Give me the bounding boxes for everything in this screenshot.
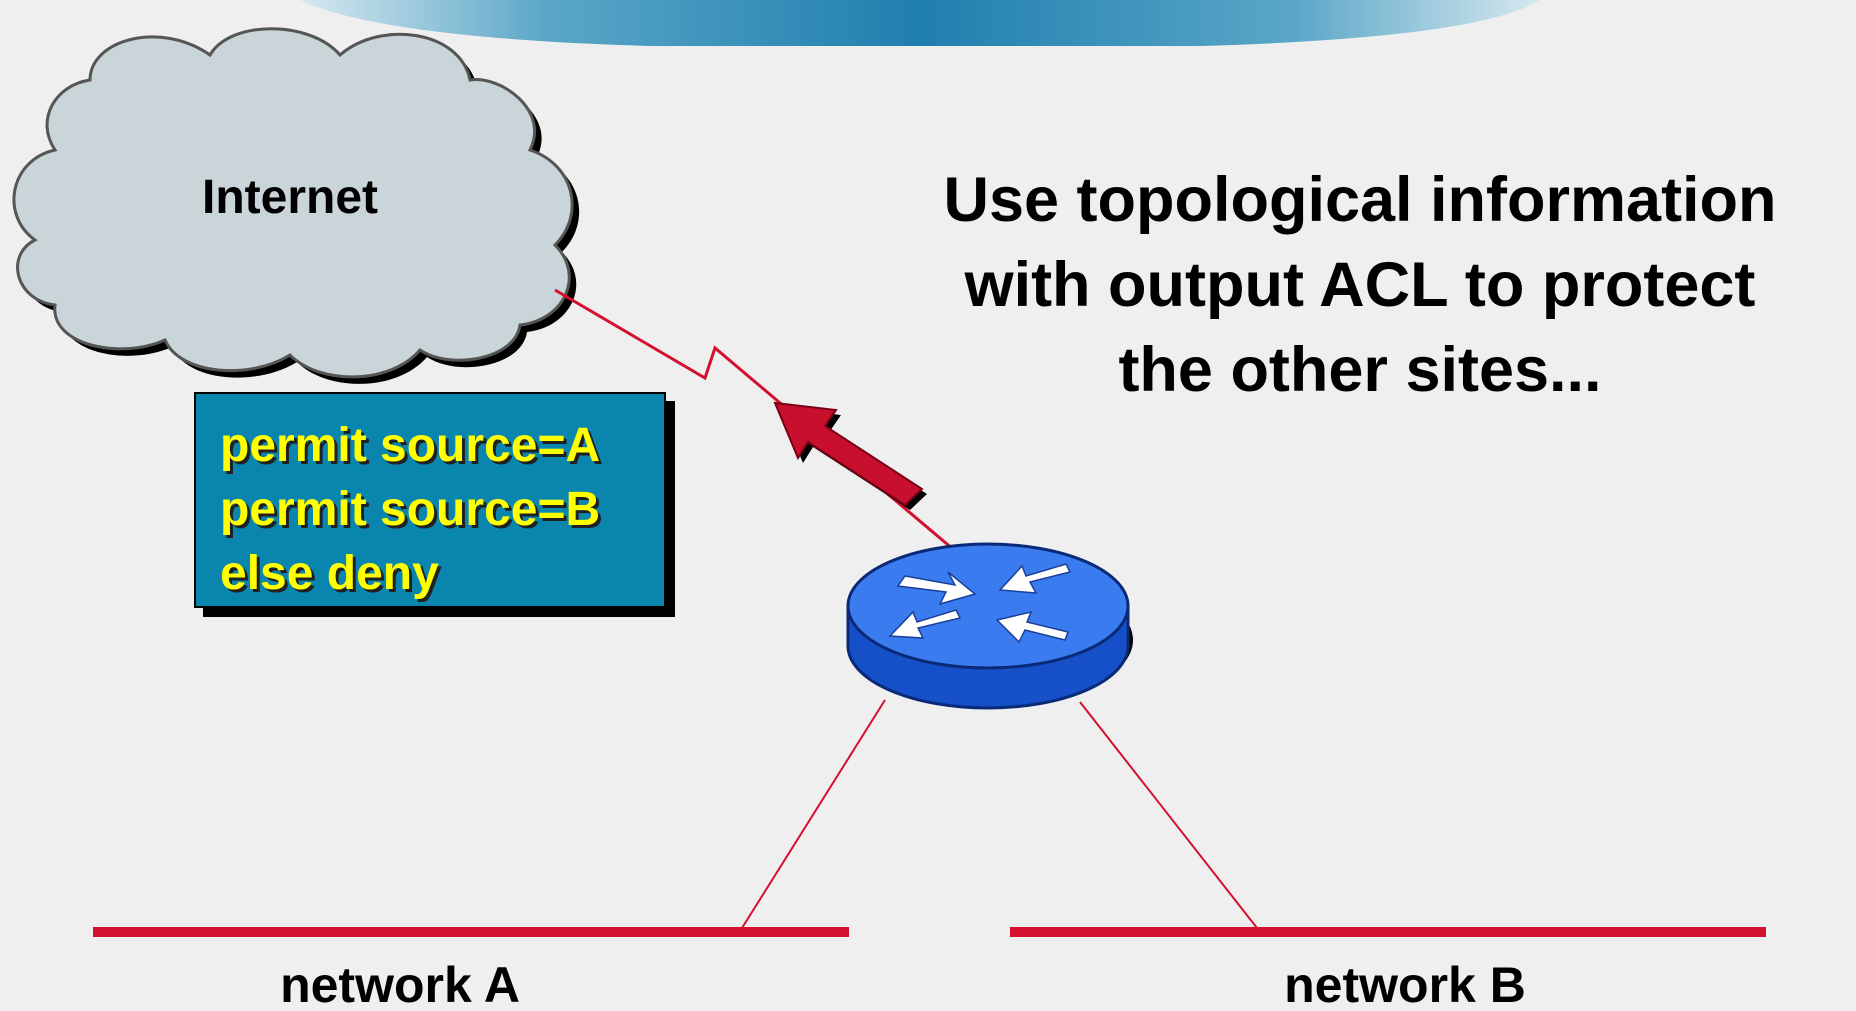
headline-line: with output ACL to protect <box>964 250 1756 320</box>
internet-cloud-icon <box>12 27 580 384</box>
outbound-arrow-icon <box>773 401 927 510</box>
acl-rule: permit source=A <box>220 419 601 472</box>
internet-label: Internet <box>201 171 378 224</box>
router-icon <box>846 542 1133 710</box>
acl-box: permit source=A permit source=B else den… <box>194 392 666 608</box>
headline-line: Use topological information <box>943 165 1777 235</box>
link-to-network-b <box>1079 701 1258 929</box>
network-b-label: network B <box>1284 957 1526 1011</box>
headline: Use topological information with output … <box>880 158 1840 413</box>
acl-rule: permit source=B <box>220 483 601 536</box>
title-banner <box>300 0 1540 46</box>
network-a-label: network A <box>280 957 520 1011</box>
link-to-network-a <box>741 699 886 929</box>
headline-line: the other sites... <box>1118 335 1602 405</box>
acl-rule: else deny <box>220 547 439 600</box>
